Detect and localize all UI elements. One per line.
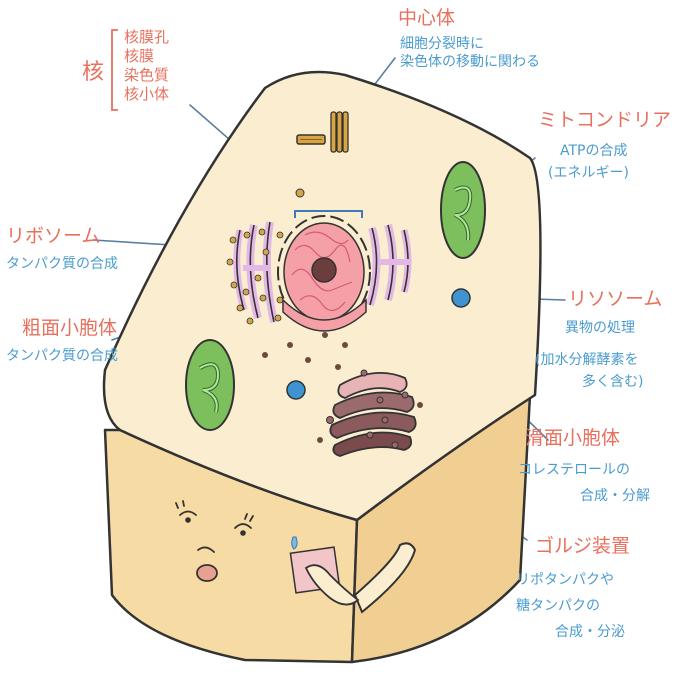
smooth-er	[366, 223, 412, 307]
nucleus-bracket	[111, 29, 118, 111]
nucleus-items: 核膜孔 核膜 染色質 核小体	[124, 28, 169, 104]
mitochondria-title: ミトコンドリア	[538, 109, 672, 131]
golgi-apparatus	[329, 372, 417, 457]
mitochondrion-upper	[440, 161, 486, 259]
centriole-granule	[295, 188, 305, 198]
centrosome	[296, 111, 349, 153]
golgi-title: ゴルジ装置	[535, 535, 631, 557]
ribosome-desc: タンパク質の合成	[6, 256, 118, 272]
centrosome-desc-2: 染色体の移動に関わる	[400, 54, 540, 70]
lysosome-desc-2: (加水分解酵素を	[535, 352, 639, 368]
mitochondrion-lower	[185, 339, 235, 431]
nucleus	[277, 215, 371, 332]
left-eye	[185, 517, 191, 523]
lysosome-desc-3: 多く含む)	[582, 374, 644, 390]
right-eye	[240, 530, 246, 536]
centrosome-desc-1: 細胞分裂時に	[400, 36, 484, 52]
golgi-desc-3: 合成・分泌	[555, 624, 625, 640]
nucleus-item-membrane: 核膜	[124, 47, 155, 65]
nucleus-item-nucleosome: 核小体	[124, 85, 170, 103]
cell-face	[175, 500, 298, 582]
nucleus-title: 核	[82, 60, 105, 85]
mitochondria-desc-2: (エネルギー)	[548, 165, 629, 181]
lysosome-2	[286, 380, 306, 400]
golgi-desc-2: 糖タンパクの	[516, 598, 600, 614]
nucleus-item-chromatin: 染色質	[124, 66, 170, 84]
mouth	[196, 564, 218, 582]
ribosomes	[226, 228, 284, 325]
smooth-er-desc-1: コレステロールの	[518, 462, 630, 478]
rough-er-desc: タンパク質の合成	[6, 348, 118, 364]
nucleolus	[311, 257, 337, 283]
smooth-er-desc-2: 合成・分解	[580, 488, 650, 504]
ribosome-title: リボソーム	[6, 225, 101, 247]
cell-arm	[289, 542, 417, 614]
smooth-er-title: 滑面小胞体	[525, 427, 621, 449]
rough-er	[233, 221, 278, 323]
cytoplasm-granules	[262, 332, 423, 443]
lysosome-desc-1: 異物の処理	[565, 320, 635, 336]
golgi-desc-1: リポタンパクや	[516, 572, 614, 588]
rough-er-title: 粗面小胞体	[22, 317, 118, 339]
lysosome-title: リソソーム	[568, 288, 663, 310]
centrosome-title: 中心体	[398, 7, 456, 29]
mitochondria-desc-1: ATPの合成	[560, 143, 628, 159]
sweat-drop	[291, 536, 298, 550]
lysosome	[451, 288, 471, 308]
nucleus-item-pore: 核膜孔	[124, 28, 170, 46]
nuclear-pore-bracket	[294, 210, 363, 218]
golgi-vesicles	[326, 369, 409, 449]
